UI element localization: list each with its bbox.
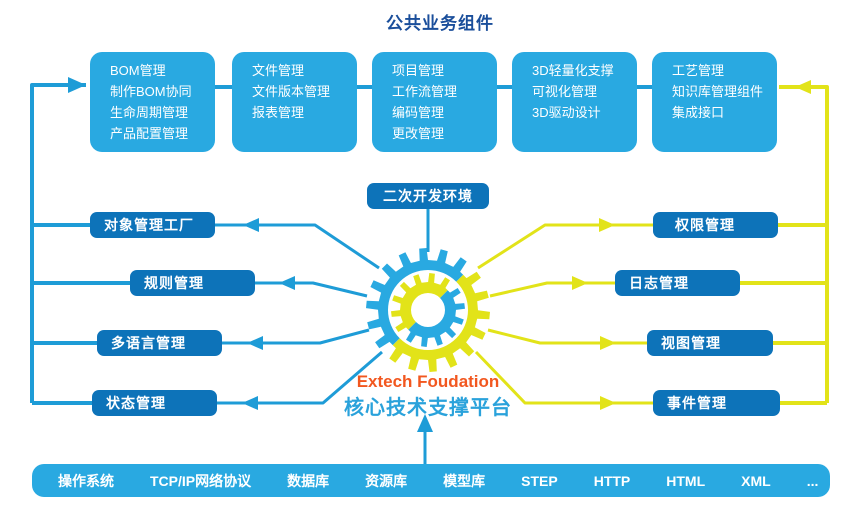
service-box-event-mgmt: 事件管理 bbox=[653, 390, 780, 416]
bottom-bar-item: HTML bbox=[666, 472, 706, 489]
component-box-3d: 3D轻量化支撑 可视化管理 3D驱动设计 bbox=[512, 52, 637, 152]
bottom-bar-item: 资源库 bbox=[365, 472, 408, 489]
component-item: 3D轻量化支撑 bbox=[532, 63, 614, 78]
blue-arrowheads bbox=[68, 77, 433, 432]
component-item: 工艺管理 bbox=[672, 63, 725, 78]
component-item: 可视化管理 bbox=[532, 84, 598, 99]
service-box-view-mgmt: 视图管理 bbox=[647, 330, 773, 356]
component-item: 工作流管理 bbox=[392, 84, 458, 99]
bottom-bar-item: 操作系统 bbox=[58, 472, 114, 489]
component-item: 报表管理 bbox=[252, 105, 305, 120]
component-box-process: 工艺管理 知识库管理组件 集成接口 bbox=[652, 52, 777, 152]
component-item: 制作BOM协同 bbox=[110, 84, 192, 99]
component-item: 集成接口 bbox=[672, 105, 725, 120]
service-box-state-mgmt: 状态管理 bbox=[92, 390, 217, 416]
dev-env-box: 二次开发环境 bbox=[367, 183, 489, 209]
service-box-object-factory: 对象管理工厂 bbox=[90, 212, 215, 238]
component-box-project: 项目管理 工作流管理 编码管理 更改管理 bbox=[372, 52, 497, 152]
bottom-bar-item: STEP bbox=[521, 472, 558, 489]
component-item: 文件管理 bbox=[252, 63, 305, 78]
brand-name: Extech Foudation bbox=[356, 372, 500, 391]
bottom-bar-item: 数据库 bbox=[287, 472, 330, 489]
component-item: 产品配置管理 bbox=[110, 126, 189, 141]
component-item: 文件版本管理 bbox=[252, 84, 331, 99]
bottom-bar-item: 模型库 bbox=[443, 472, 486, 489]
bottom-bar-item: TCP/IP网络协议 bbox=[150, 472, 252, 489]
bottom-bar-item: XML bbox=[741, 472, 771, 489]
component-item: 生命周期管理 bbox=[110, 105, 189, 120]
service-box-log-mgmt: 日志管理 bbox=[615, 270, 740, 296]
yellow-arrowheads bbox=[572, 80, 811, 410]
page-title: 公共业务组件 bbox=[386, 14, 494, 33]
bottom-bar-item: HTTP bbox=[593, 472, 631, 489]
component-box-bom: BOM管理 制作BOM协同 生命周期管理 产品配置管理 bbox=[90, 52, 215, 152]
gear-icon bbox=[366, 248, 490, 372]
component-item: 3D驱动设计 bbox=[532, 105, 601, 120]
component-item: 编码管理 bbox=[392, 105, 445, 120]
infrastructure-bar: 操作系统 TCP/IP网络协议 数据库 资源库 模型库 STEP HTTP HT… bbox=[32, 464, 830, 497]
service-box-multilang-mgmt: 多语言管理 bbox=[97, 330, 222, 356]
component-item: 项目管理 bbox=[392, 63, 445, 78]
service-box-permission-mgmt: 权限管理 bbox=[653, 212, 778, 238]
service-box-rule-mgmt: 规则管理 bbox=[130, 270, 255, 296]
component-item: BOM管理 bbox=[110, 63, 166, 78]
component-box-file: 文件管理 文件版本管理 报表管理 bbox=[232, 52, 357, 152]
component-item: 知识库管理组件 bbox=[672, 84, 764, 99]
platform-title: 核心技术支撑平台 bbox=[344, 397, 512, 419]
component-item: 更改管理 bbox=[392, 126, 445, 141]
bottom-bar-item: ... bbox=[806, 472, 819, 489]
